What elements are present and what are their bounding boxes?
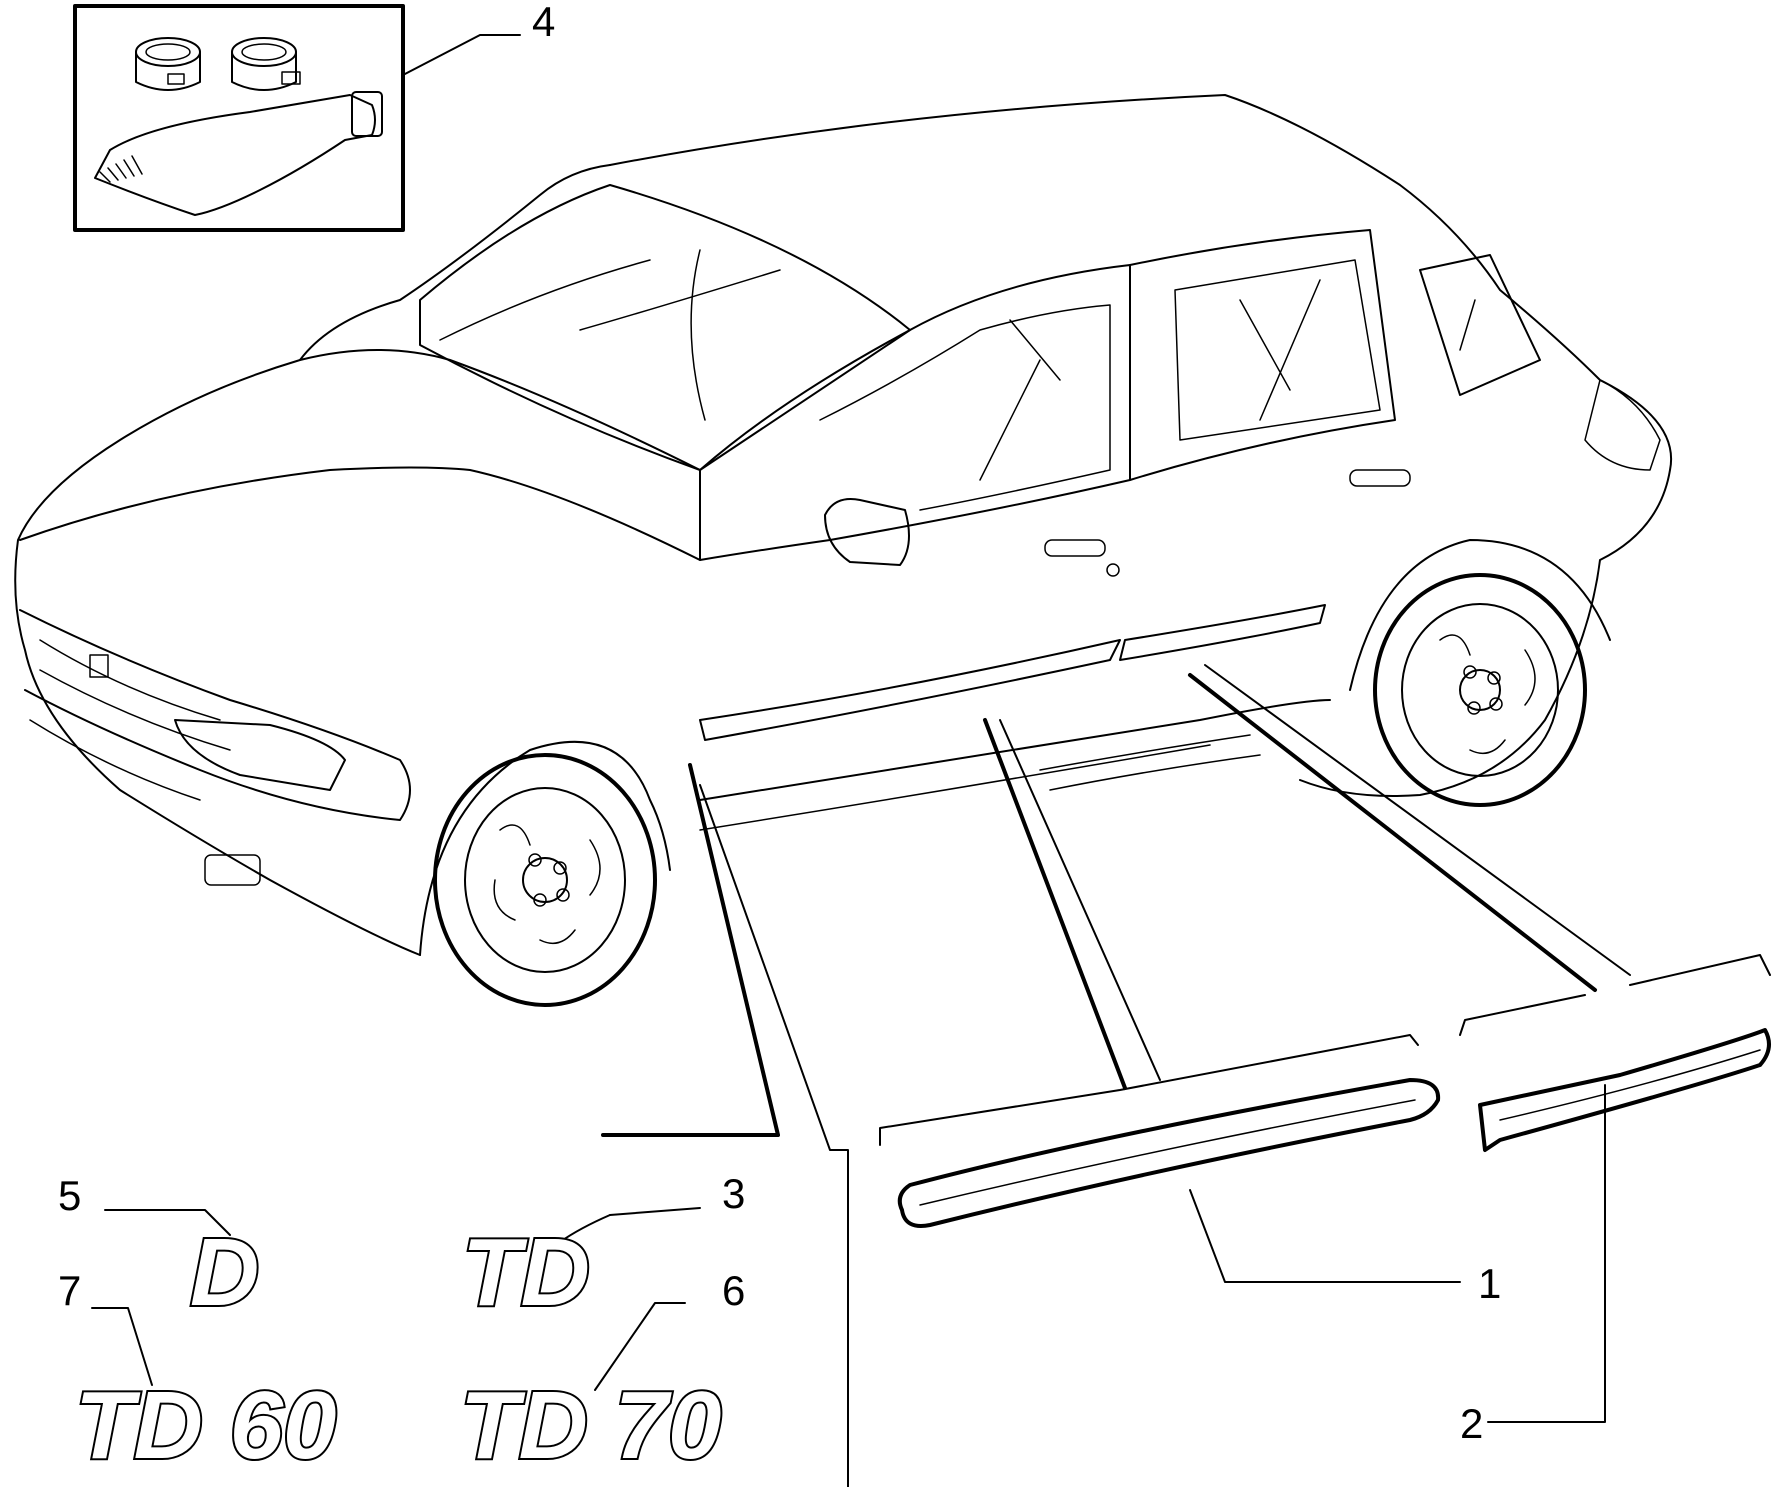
callout-1: 1 — [1478, 1260, 1501, 1307]
moulding-part-1 — [879, 1034, 1441, 1228]
callout-5: 5 — [58, 1172, 81, 1219]
badges: D TD TD 60 TD 70 — [73, 1217, 723, 1481]
callout-7: 7 — [58, 1267, 81, 1314]
adhesive-tube — [94, 91, 383, 216]
badge-td: TD — [462, 1219, 590, 1326]
adhesive-tin-1 — [135, 37, 201, 91]
car-illustration — [14, 94, 1673, 1007]
callout-4: 4 — [532, 0, 555, 45]
callout-2: 2 — [1460, 1400, 1483, 1447]
badge-d: D — [190, 1219, 259, 1326]
inset-box-part-4 — [73, 4, 405, 232]
callout-3: 3 — [722, 1170, 745, 1217]
leader-lines — [91, 34, 1631, 1487]
badge-td70: TD 70 — [460, 1372, 721, 1479]
badge-td60: TD 60 — [75, 1372, 336, 1479]
adhesive-tin-2 — [231, 37, 301, 91]
callout-labels: 1 2 3 4 5 6 7 — [58, 0, 1501, 1447]
moulding-part-2 — [1459, 954, 1771, 1152]
callout-6: 6 — [722, 1267, 745, 1314]
